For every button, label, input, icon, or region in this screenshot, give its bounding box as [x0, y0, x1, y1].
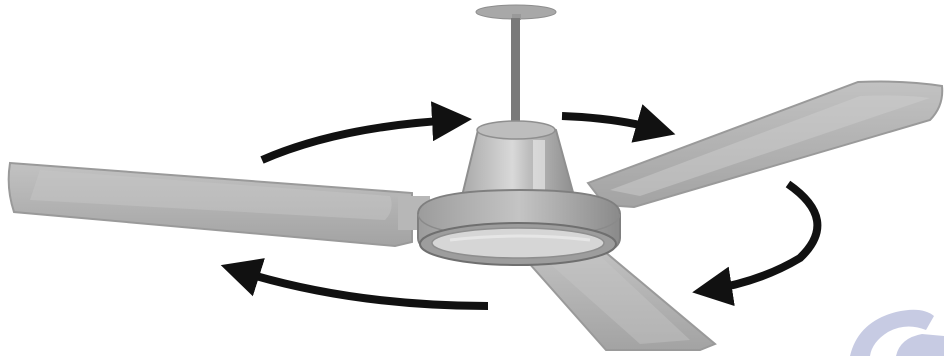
- rotation-arrow-right: [708, 184, 817, 290]
- light-cover: [420, 223, 616, 265]
- watermark-logo: [850, 310, 944, 356]
- rotation-arrow-top-right: [562, 116, 660, 130]
- ceiling-mount: [476, 5, 556, 130]
- rotation-arrow-top-left: [262, 120, 456, 160]
- rotation-arrow-bottom: [236, 270, 488, 306]
- downrod: [511, 18, 520, 130]
- fan-blade-left: [9, 163, 430, 246]
- fan-blade-right: [588, 82, 942, 208]
